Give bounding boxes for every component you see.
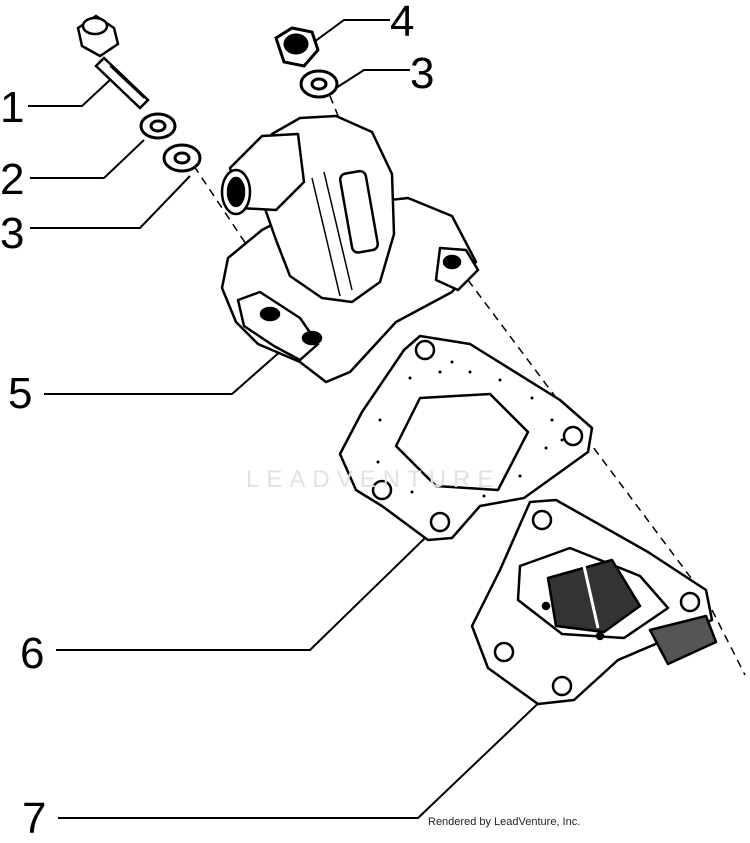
callout-2: 2 <box>0 155 25 204</box>
credit-text: Rendered by LeadVenture, Inc. <box>428 816 581 828</box>
callout-3-right: 3 <box>410 49 435 98</box>
leader-1 <box>28 79 111 107</box>
washer-part-3-right <box>299 69 339 99</box>
reed-valve-part-7 <box>470 498 718 706</box>
leader-3b <box>335 69 410 89</box>
nut-part-4 <box>274 26 320 68</box>
gasket-part-6 <box>338 334 594 542</box>
leader-lines <box>28 19 549 819</box>
leader-5 <box>44 349 283 395</box>
washer-part-3-left <box>162 143 202 173</box>
watermark-text: LEADVENTURE <box>246 466 501 493</box>
washer-part-2 <box>139 112 177 140</box>
bolt-part-1 <box>76 14 150 110</box>
callout-3-left: 3 <box>0 209 25 258</box>
callout-5: 5 <box>8 369 33 418</box>
leader-7 <box>58 693 549 819</box>
callout-4: 4 <box>390 0 415 46</box>
gasket-texture <box>376 360 564 498</box>
leader-6 <box>56 537 426 651</box>
callout-1: 1 <box>0 83 25 132</box>
leader-3a <box>30 175 191 229</box>
leader-2 <box>30 139 145 179</box>
callout-7: 7 <box>22 794 47 843</box>
callout-6: 6 <box>20 629 45 678</box>
leader-4 <box>313 19 390 43</box>
intake-manifold-part-5 <box>220 114 480 384</box>
